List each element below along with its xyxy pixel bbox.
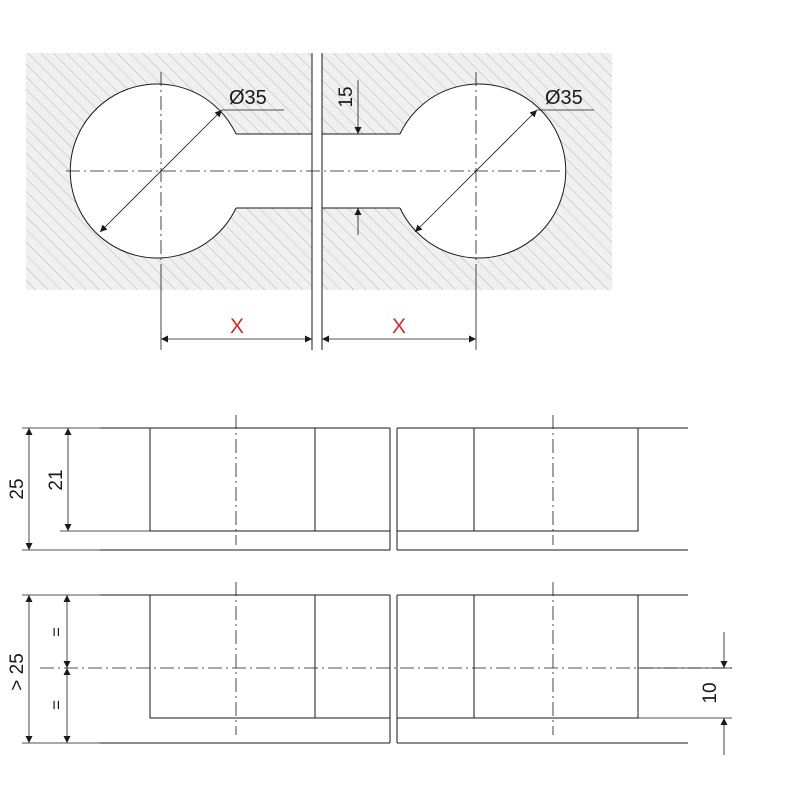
neck-width-label: 15: [336, 86, 357, 107]
recess-depth-label: 21: [46, 469, 67, 490]
offset-label: 10: [700, 682, 721, 703]
diameter-right-label: Ø35: [545, 87, 583, 109]
diameter-left-dimension-line: [99, 109, 223, 233]
overall-thickness-b-label: > 25: [7, 653, 28, 691]
section-a-left-fitting: [149, 428, 390, 532]
section-view-a: 25 21: [7, 415, 688, 551]
distance-right-label: X: [392, 315, 406, 338]
diameter-right-dimension-line: [414, 109, 538, 233]
section-a-right-fitting: [397, 428, 639, 532]
diameter-left-label: Ø35: [229, 87, 267, 109]
section-view-b: > 25 = = 10: [7, 582, 735, 755]
pane-gap: [312, 53, 322, 290]
section-b-right-fitting: [397, 595, 639, 719]
distance-left-label: X: [230, 315, 244, 338]
top-view: Ø35 Ø35 15 X X: [26, 53, 612, 350]
overall-thickness-label: 25: [7, 478, 28, 499]
equal-lower-label: =: [47, 700, 66, 710]
section-b-left-fitting: [149, 595, 390, 719]
equal-upper-label: =: [47, 627, 66, 637]
